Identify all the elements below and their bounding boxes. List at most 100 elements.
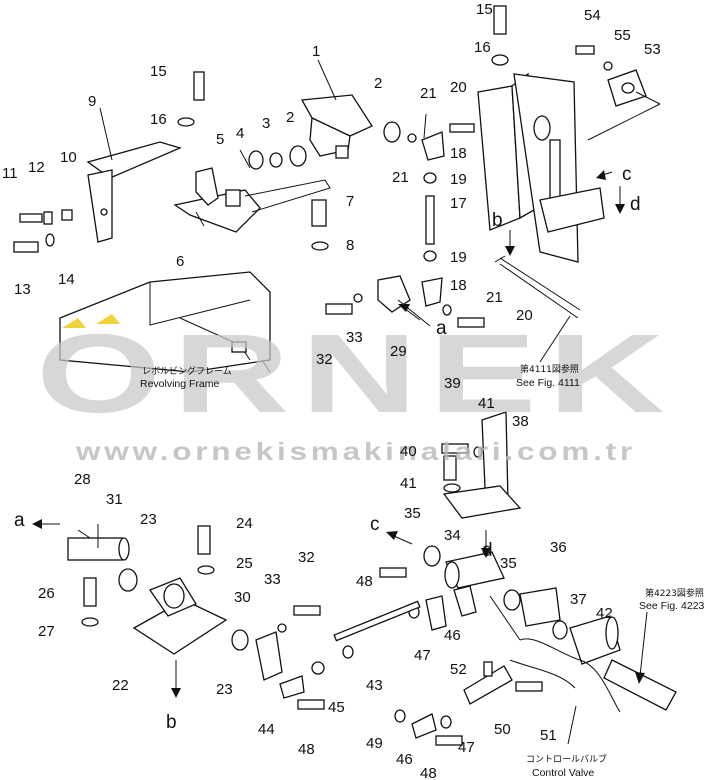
callout-26: 26	[38, 585, 55, 602]
block-part-5	[225, 189, 241, 207]
callout-22: 22	[112, 677, 129, 694]
bolt-part-13	[13, 241, 39, 253]
block-part-36	[519, 587, 561, 627]
reference-arrows	[32, 170, 648, 698]
revolving-frame	[59, 271, 271, 373]
callout-46: 46	[444, 627, 461, 644]
callout-33: 33	[346, 329, 363, 346]
pin-part-28	[67, 537, 123, 561]
callout-49: 49	[366, 735, 383, 752]
callout-3: 3	[262, 115, 270, 132]
callout-20: 20	[516, 307, 533, 324]
fig-4111-ref-en: See Fig. 4111	[516, 377, 580, 389]
lower-left-assembly	[67, 524, 325, 710]
yellow-marker	[96, 314, 120, 324]
callout-54: 54	[584, 7, 601, 24]
part-10	[61, 209, 73, 221]
upper-right-assembly	[325, 5, 661, 363]
bolt-part-48	[379, 567, 407, 578]
rod-end-part-46	[411, 713, 437, 739]
callout-38: 38	[512, 413, 529, 430]
upper-left-assembly	[13, 59, 401, 373]
rod-part-43	[333, 600, 421, 642]
rod-end-part-44	[279, 675, 305, 699]
callout-47: 47	[414, 647, 431, 664]
bolt-part-54	[575, 45, 595, 55]
lever-part-1	[300, 94, 373, 137]
nut-part-19	[423, 250, 437, 262]
callout-15: 15	[150, 63, 167, 80]
callout-13: 13	[14, 281, 31, 298]
bolt-part-40	[443, 455, 457, 481]
rod-end-part-46	[425, 595, 447, 631]
bolt-part-15	[493, 5, 507, 35]
rod-part-42	[603, 659, 677, 711]
callout-10: 10	[60, 149, 77, 166]
lower-right-assembly	[333, 411, 677, 746]
callout-30: 30	[234, 589, 251, 606]
bolt-part-51	[515, 681, 543, 692]
watermark: ORNEK www.ornekismakinalari.com.tr	[36, 311, 668, 466]
washer-part-55	[603, 61, 613, 71]
bolt-part-20	[457, 317, 485, 328]
bushing-part-35	[423, 545, 441, 567]
pin-part-52	[483, 661, 493, 677]
callout-6: 6	[176, 253, 184, 270]
callout-2: 2	[286, 109, 294, 126]
callout-32: 32	[316, 351, 333, 368]
plate-part-5	[195, 167, 219, 206]
callout-43: 43	[366, 677, 383, 694]
callout-5: 5	[216, 131, 224, 148]
callout-11: 11	[2, 165, 18, 182]
callout-28: 28	[74, 471, 91, 488]
callout-4: 4	[236, 125, 244, 142]
bolt-part-32	[293, 605, 321, 616]
washer-part-27	[81, 617, 99, 627]
fig-4111-ref-jp: 第4111図参照	[520, 363, 579, 375]
callout-47: 47	[458, 739, 475, 756]
nut-part-45	[311, 661, 325, 675]
callout-34: 34	[444, 527, 461, 544]
figure-notes: レボルビングフレーム Revolving Frame 第4111図参照 See …	[140, 363, 705, 779]
reference-letters: a a b b c c d d	[14, 164, 641, 733]
callout-55: 55	[614, 27, 631, 44]
bracket-part-9	[87, 169, 113, 243]
callout-33: 33	[264, 571, 281, 588]
callout-35: 35	[404, 505, 421, 522]
bushing-part-35	[503, 589, 521, 611]
bolt-part-15	[193, 71, 205, 101]
callout-48: 48	[356, 573, 373, 590]
callout-31: 31	[106, 491, 123, 508]
callout-16: 16	[150, 111, 167, 128]
callout-21: 21	[392, 169, 409, 186]
bolt-part-39	[441, 443, 469, 454]
ref-letter-d: d	[630, 194, 641, 215]
callout-15: 15	[476, 1, 493, 18]
callout-35: 35	[500, 555, 517, 572]
bracket-base-part-38	[442, 485, 522, 519]
washer-part-3	[269, 152, 283, 168]
fig-4223-ref-en: See Fig. 4223	[639, 600, 705, 612]
ref-letter-b: b	[492, 210, 503, 231]
bolt-part-26	[83, 577, 97, 607]
bolt-part-7	[311, 199, 327, 227]
ref-letter-c: c	[622, 164, 632, 185]
fig-4223-ref-jp: 第4223図参照	[645, 587, 704, 599]
ref-letter-b: b	[166, 712, 177, 733]
callout-20: 20	[450, 79, 467, 96]
ref-letter-c: c	[370, 514, 380, 535]
bushing-part-2	[289, 145, 307, 167]
watermark-url: www.ornekismakinalari.com.tr	[75, 438, 636, 466]
ref-letter-a: a	[14, 510, 25, 531]
bolt-part-24	[197, 525, 211, 555]
callout-45: 45	[328, 699, 345, 716]
bushing-part-2	[383, 121, 401, 143]
callout-50: 50	[494, 721, 511, 738]
washer-part-21	[442, 304, 452, 316]
ref-letter-a: a	[436, 318, 447, 339]
washer-part-33	[277, 623, 287, 633]
callout-39: 39	[444, 375, 461, 392]
rod-part-17	[425, 195, 435, 245]
callout-19: 19	[450, 171, 467, 188]
